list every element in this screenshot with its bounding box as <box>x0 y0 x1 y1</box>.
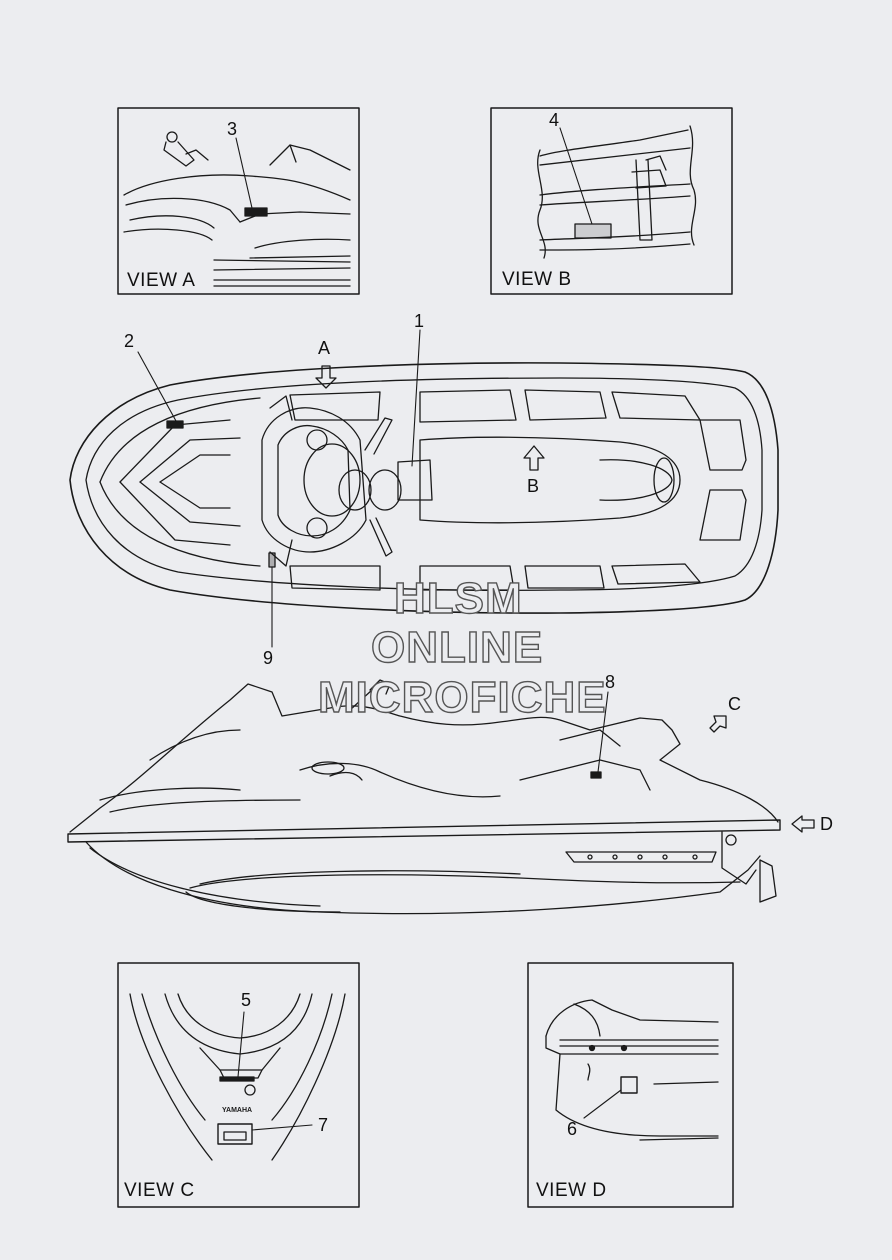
top-view-hull <box>69 329 779 648</box>
side-view-hull <box>67 679 815 915</box>
callout-8: 8 <box>605 672 616 692</box>
view-a-panel <box>117 107 360 295</box>
view-b-label: VIEW B <box>502 269 572 290</box>
yamaha-logo: YAMAHA <box>222 1107 252 1114</box>
callout-1: 1 <box>414 311 425 331</box>
arrow-c-label: C <box>728 694 741 714</box>
watermark-line-2: ONLINE <box>370 622 544 672</box>
view-c-panel <box>117 962 360 1208</box>
view-d-label: VIEW D <box>536 1180 607 1201</box>
callout-3: 3 <box>227 119 238 139</box>
arrow-a-label: A <box>318 338 331 358</box>
arrow-d-label: D <box>820 814 833 834</box>
callout-7: 7 <box>318 1115 329 1135</box>
callout-2: 2 <box>124 331 135 351</box>
arrow-b-label: B <box>527 476 540 496</box>
callout-9: 9 <box>263 648 274 668</box>
view-a-label: VIEW A <box>127 270 196 291</box>
view-d-panel <box>527 962 734 1208</box>
view-b-panel <box>490 107 733 295</box>
callout-6: 6 <box>567 1119 578 1139</box>
callout-4: 4 <box>549 110 560 130</box>
callout-5: 5 <box>241 990 252 1010</box>
watermark-line-3: MICROFICHE <box>317 672 607 722</box>
view-c-label: VIEW C <box>124 1180 195 1201</box>
watermark-line-1: HLSM <box>393 573 523 623</box>
